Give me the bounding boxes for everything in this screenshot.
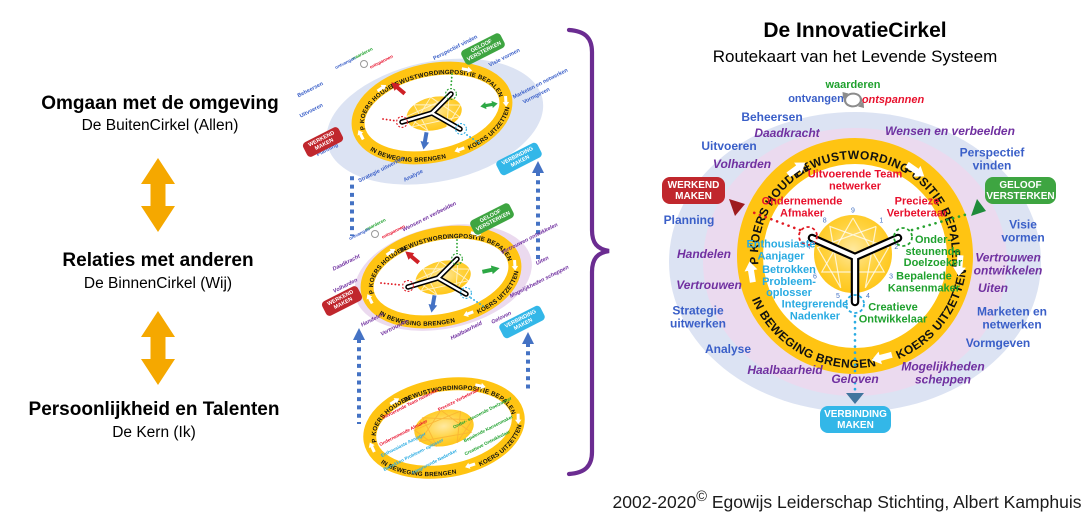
label-beheersen: Beheersen: [741, 109, 803, 124]
down-triangle: [846, 393, 864, 404]
label-waarderen: waarderen: [825, 78, 881, 91]
svg-text:9: 9: [851, 208, 855, 215]
role-ondernemende: Ondernemende Afmaker: [761, 195, 843, 219]
mini1-cycle-icon: [360, 60, 368, 68]
role-bepalende: Bepalende Kansenmaker: [887, 270, 961, 294]
label-daadkracht: Daadkracht: [754, 125, 820, 140]
label-vertrouwen-ontwikkelen: Vertrouwen ontwikkelen: [973, 250, 1043, 277]
svg-text:5: 5: [836, 293, 840, 300]
role-enthousiaste: Enthousiaste Aanjager: [746, 238, 816, 262]
green-entry-arrow: [971, 199, 986, 216]
stack-connectors: [350, 168, 540, 424]
label-vormgeven: Vormgeven: [965, 335, 1031, 350]
role-integrerende: Integrerende Nadenker: [781, 298, 849, 322]
svg-text:7: 7: [808, 244, 812, 251]
level1-title: Omgaan met de omgeving: [41, 93, 279, 114]
label-uiten: Uiten: [978, 280, 1008, 295]
label-ontvangen: ontvangen: [788, 92, 844, 105]
label-haalbaarheid: Haalbaarheid: [747, 362, 823, 377]
role-betrokken: Betrokken Probleem- oplosser: [762, 263, 816, 299]
svg-text:1: 1: [879, 218, 883, 225]
svg-text:4: 4: [866, 293, 870, 300]
role-ondersteunende: Onder- steunende Doelzoeker: [903, 233, 963, 269]
mini2-cycle-icon: [371, 230, 379, 238]
level3-title: Persoonlijkheid en Talenten: [28, 399, 280, 420]
footer-copyright-symbol: ©: [696, 489, 707, 505]
label-perspectief: Perspectief vinden: [959, 145, 1025, 172]
label-vertrouwen: Vertrouwen: [676, 277, 742, 292]
page-subtitle: Routekaart van het Levende Systeem: [712, 47, 998, 66]
svg-text:Uiten: Uiten: [535, 255, 551, 267]
svg-text:Daadkracht: Daadkracht: [332, 253, 362, 272]
mini-circle-outer: OP KOERS HOUDEN BEWUSTWORDING POSITIE BE…: [297, 34, 570, 185]
mini-circle-core: OP KOERS HOUDEN BEWUSTWORDING POSITIE BE…: [363, 376, 530, 488]
svg-text:6: 6: [813, 274, 817, 281]
level1-subtitle: De BuitenCirkel (Allen): [81, 117, 239, 134]
label-volharden: Volharden: [712, 156, 772, 171]
label-visie: Visie vormen: [1001, 217, 1045, 244]
curly-brace: [566, 27, 610, 477]
role-precieze: Precieze Verbeteraar: [886, 195, 948, 219]
svg-text:Uitvoeren: Uitvoeren: [299, 102, 325, 119]
updown-arrow-2: [141, 311, 175, 385]
label-mogelijkheden: Mogelijkheden scheppen: [901, 359, 985, 386]
role-uitvoerende: Uitvoerende Team netwerker: [807, 168, 903, 192]
label-marketen: Marketen en netwerken: [976, 304, 1048, 331]
level2-title: Relaties met anderen: [62, 250, 254, 271]
badge-geloof-versterken: GELOOF VERSTERKEN: [985, 177, 1056, 204]
label-geloven: Geloven: [831, 371, 879, 386]
badge-werkend-maken: WERKEND MAKEN: [662, 177, 725, 204]
updown-arrow-1: [141, 158, 175, 232]
svg-text:ontspannen: ontspannen: [381, 224, 406, 240]
svg-text:ontvangen: ontvangen: [334, 55, 357, 70]
page-title: De InnovatieCirkel: [763, 19, 947, 42]
label-uitvoeren: Uitvoeren: [701, 138, 757, 153]
label-strategie: Strategie uitwerken: [669, 303, 726, 330]
footer-years: 2002-2020: [612, 491, 697, 512]
copyright-footer: 2002-2020© Egowijs Leiderschap Stichting…: [613, 489, 1081, 513]
label-analyse: Analyse: [704, 341, 752, 356]
footer-text: Egowijs Leiderschap Stichting, Albert Ka…: [706, 491, 1081, 512]
role-creatieve: Creatieve Ontwikkelaar: [858, 301, 928, 325]
label-ontspannen: ontspannen: [861, 93, 925, 106]
svg-text:Beheersen: Beheersen: [297, 81, 325, 99]
label-wensen: Wensen en verbeelden: [885, 123, 1015, 138]
svg-text:3: 3: [889, 274, 893, 281]
enneagram-numbers: 9 1 2 3 4 5 6 7 8: [808, 208, 899, 300]
level3-subtitle: De Kern (Ik): [112, 424, 196, 441]
svg-text:2: 2: [894, 244, 898, 251]
level2-subtitle: De BinnenCirkel (Wij): [83, 275, 233, 292]
svg-text:ontspannen: ontspannen: [369, 54, 394, 70]
badge-verbinding-maken: VERBINDING MAKEN: [820, 406, 891, 433]
label-planning: Planning: [663, 212, 715, 227]
cycle-icon: [842, 92, 864, 108]
label-handelen: Handelen: [676, 246, 732, 261]
svg-text:8: 8: [823, 218, 827, 225]
dotted-trails: [750, 210, 970, 393]
red-exit-arrow: [729, 199, 745, 216]
